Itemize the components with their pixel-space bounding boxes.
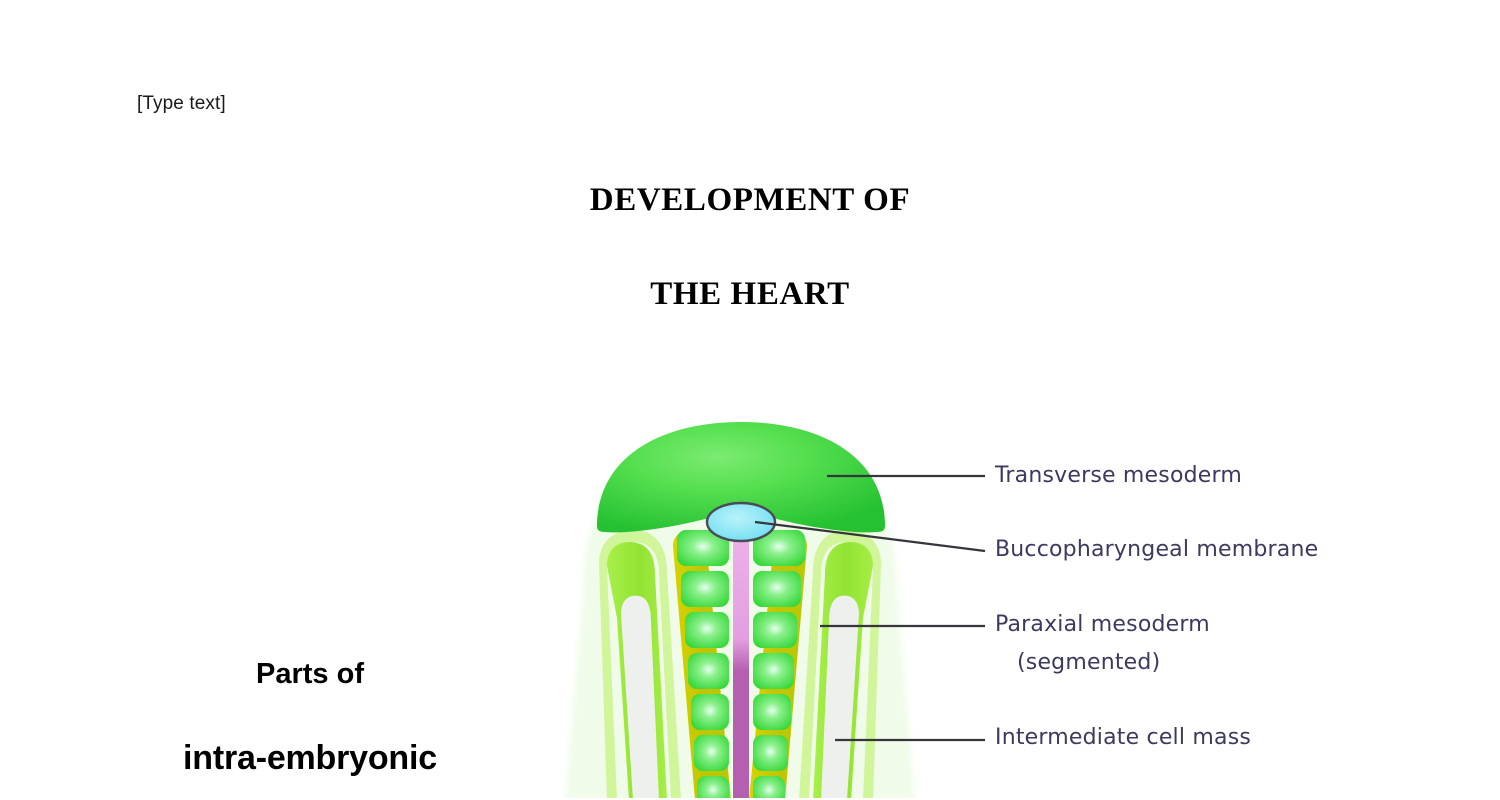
page-title-line-1: DEVELOPMENT OF	[589, 182, 911, 218]
side-caption: Parts of intra-embryonic	[100, 632, 520, 800]
embryonic-trunk	[599, 530, 881, 798]
somite-block	[753, 776, 785, 798]
somite-block	[753, 571, 801, 607]
somite-block	[753, 612, 797, 648]
leader-line-buccopharyngeal-membrane	[754, 520, 986, 553]
figure-label-intermediate-cell-mass: Intermediate cell mass	[995, 725, 1252, 750]
somite-block	[681, 571, 729, 607]
side-caption-line-1: Parts of	[256, 658, 364, 690]
somite-block	[753, 735, 788, 771]
somite-block	[694, 735, 729, 771]
somite-block	[753, 694, 791, 730]
somite-block	[697, 776, 729, 798]
lateral-plate-mesoderm-left	[599, 530, 681, 798]
figure-label-buccopharyngeal-membrane: Buccopharyngeal membrane	[995, 537, 1319, 562]
somite-block	[685, 612, 729, 648]
side-caption-line-2: intra-embryonic	[183, 739, 437, 777]
lateral-plate-mesoderm-right	[799, 530, 881, 798]
paraxial-mesoderm-somites-right	[753, 530, 805, 798]
figure-label-paraxial-mesoderm: Paraxial mesoderm	[995, 612, 1210, 637]
somite-block	[691, 694, 729, 730]
figure-label-transverse-mesoderm: Transverse mesoderm	[995, 463, 1243, 488]
leader-lines	[754, 474, 986, 742]
embryo-illustration	[565, 422, 986, 798]
somite-block	[688, 653, 729, 689]
buccopharyngeal-membrane	[705, 501, 777, 543]
page-title-line-2: THE HEART	[650, 276, 850, 312]
somite-block	[677, 530, 729, 566]
somite-block	[753, 653, 794, 689]
page-title: DEVELOPMENT OF THE HEART	[0, 182, 1500, 313]
figure-label-paraxial-mesoderm-sub: (segmented)	[1017, 650, 1161, 675]
notochord-midline	[733, 530, 749, 798]
header-placeholder-text: [Type text]	[137, 93, 226, 114]
embryo-diagram-figure: Transverse mesoderm Buccopharyngeal memb…	[555, 418, 1355, 798]
somite-block	[753, 530, 805, 566]
paraxial-mesoderm-somites-left	[677, 530, 729, 798]
